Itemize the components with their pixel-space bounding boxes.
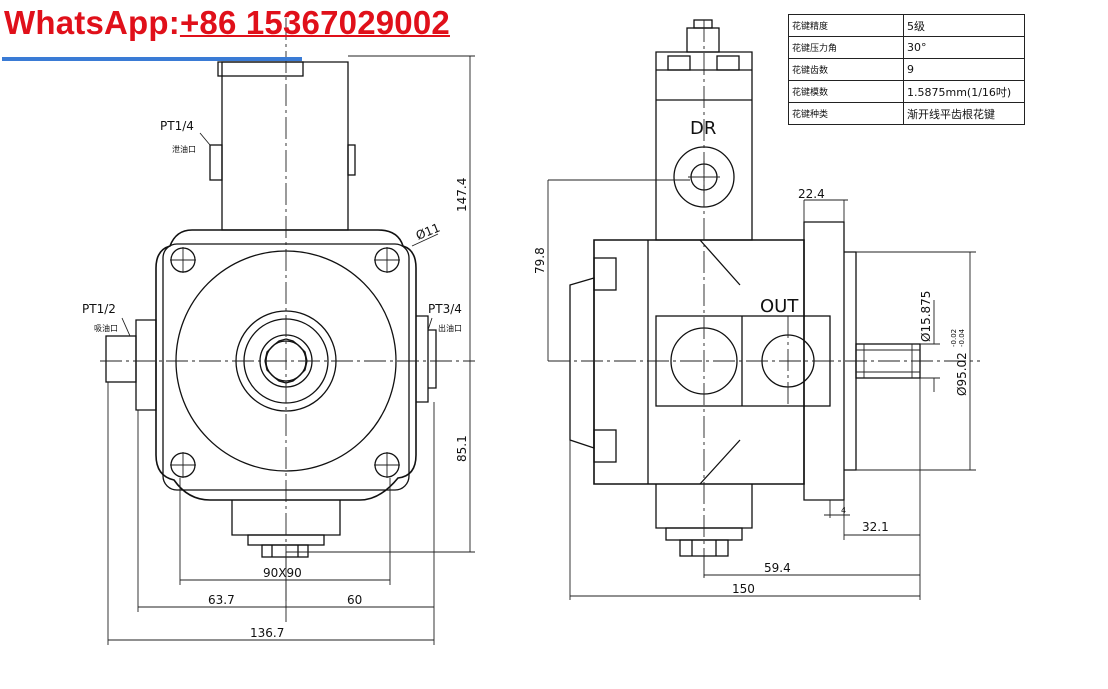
spec-row: 花键精度 5级 — [788, 14, 1025, 37]
drain-bolt-right — [716, 55, 740, 71]
spec-value: 9 — [903, 58, 1025, 81]
front-view — [100, 18, 475, 645]
drain-plug-top — [686, 27, 720, 53]
dim-flange: 22.4 — [798, 187, 825, 201]
inlet-port-boss — [135, 319, 157, 411]
watermark-prefix: WhatsApp: — [4, 4, 180, 41]
spec-row: 花键齿数 9 — [788, 58, 1025, 81]
spec-value: 渐开线平齿根花键 — [903, 102, 1025, 125]
spec-label: 花键精度 — [788, 14, 904, 37]
rear-bolt-top — [593, 257, 617, 291]
bolt-hole-dia-label: Ø11 — [414, 221, 442, 243]
side-view — [547, 19, 980, 600]
spec-value: 1.5875mm(1/16吋) — [903, 80, 1025, 103]
dim-pilot-diameter: Ø95.02 — [955, 352, 969, 396]
dim-right: 60 — [347, 593, 362, 607]
flange-plate — [155, 229, 417, 501]
spec-label: 花键种类 — [788, 102, 904, 125]
watermark-underline-bar — [2, 57, 302, 61]
dim-step: 4 — [841, 506, 846, 515]
top-block-cap — [217, 61, 304, 77]
watermark-phone: +86 15367029002 — [179, 4, 450, 41]
spec-row: 花键模数 1.5875mm(1/16吋) — [788, 80, 1025, 103]
outlet-label: OUT — [760, 296, 799, 317]
dim-overall-width: 136.7 — [250, 626, 284, 640]
spec-row: 花键压力角 30° — [788, 36, 1025, 59]
dim-drain-height: 79.8 — [533, 247, 547, 274]
whatsapp-watermark: WhatsApp:+86 15367029002 — [4, 4, 450, 42]
top-block — [221, 61, 349, 231]
rear-bolt-bottom — [593, 429, 617, 463]
spec-label: 花键模数 — [788, 80, 904, 103]
dim-height-top: 147.4 — [455, 178, 469, 212]
dim-bolt-square: 90X90 — [263, 566, 302, 580]
outlet-port-boss — [416, 315, 429, 403]
side-boss — [347, 144, 356, 176]
dim-outlet-position: 59.4 — [764, 561, 791, 575]
spec-value: 5级 — [903, 14, 1025, 37]
port-right-note: 出油口 — [438, 323, 462, 333]
drain-port-boss — [209, 144, 223, 181]
spec-row: 花键种类 渐开线平齿根花键 — [788, 102, 1025, 125]
spline-spec-table: 花键精度 5级 花键压力角 30° 花键齿数 9 花键模数 1.5875mm(1… — [788, 14, 1025, 125]
port-left-label: PT1/2 — [82, 302, 116, 316]
outlet-port-face — [428, 329, 437, 389]
port-right-label: PT3/4 — [428, 302, 462, 316]
bottom-screw — [261, 544, 309, 558]
port-top-label: PT1/4 — [160, 119, 194, 133]
dim-left: 63.7 — [208, 593, 235, 607]
port-left-note: 吸油口 — [94, 323, 118, 333]
dim-shaft-length: 32.1 — [862, 520, 889, 534]
drain-label: DR — [690, 118, 716, 139]
inlet-port-stub — [105, 335, 137, 383]
port-top-note: 泄油口 — [172, 144, 196, 154]
dim-overall-length: 150 — [732, 582, 755, 596]
dim-pilot-tolerance-lower: -0.04 — [958, 328, 966, 347]
drain-plug-tip — [693, 19, 713, 29]
rear-cover — [569, 277, 595, 449]
dim-pilot-tolerance-upper: -0.02 — [950, 329, 958, 347]
spec-label: 花键压力角 — [788, 36, 904, 59]
dim-shaft-diameter: Ø15.875 — [919, 291, 933, 342]
pump-body — [593, 239, 805, 485]
dim-height-bottom: 85.1 — [455, 435, 469, 462]
spec-label: 花键齿数 — [788, 58, 904, 81]
drain-bolt-left — [667, 55, 691, 71]
spec-value: 30° — [903, 36, 1025, 59]
